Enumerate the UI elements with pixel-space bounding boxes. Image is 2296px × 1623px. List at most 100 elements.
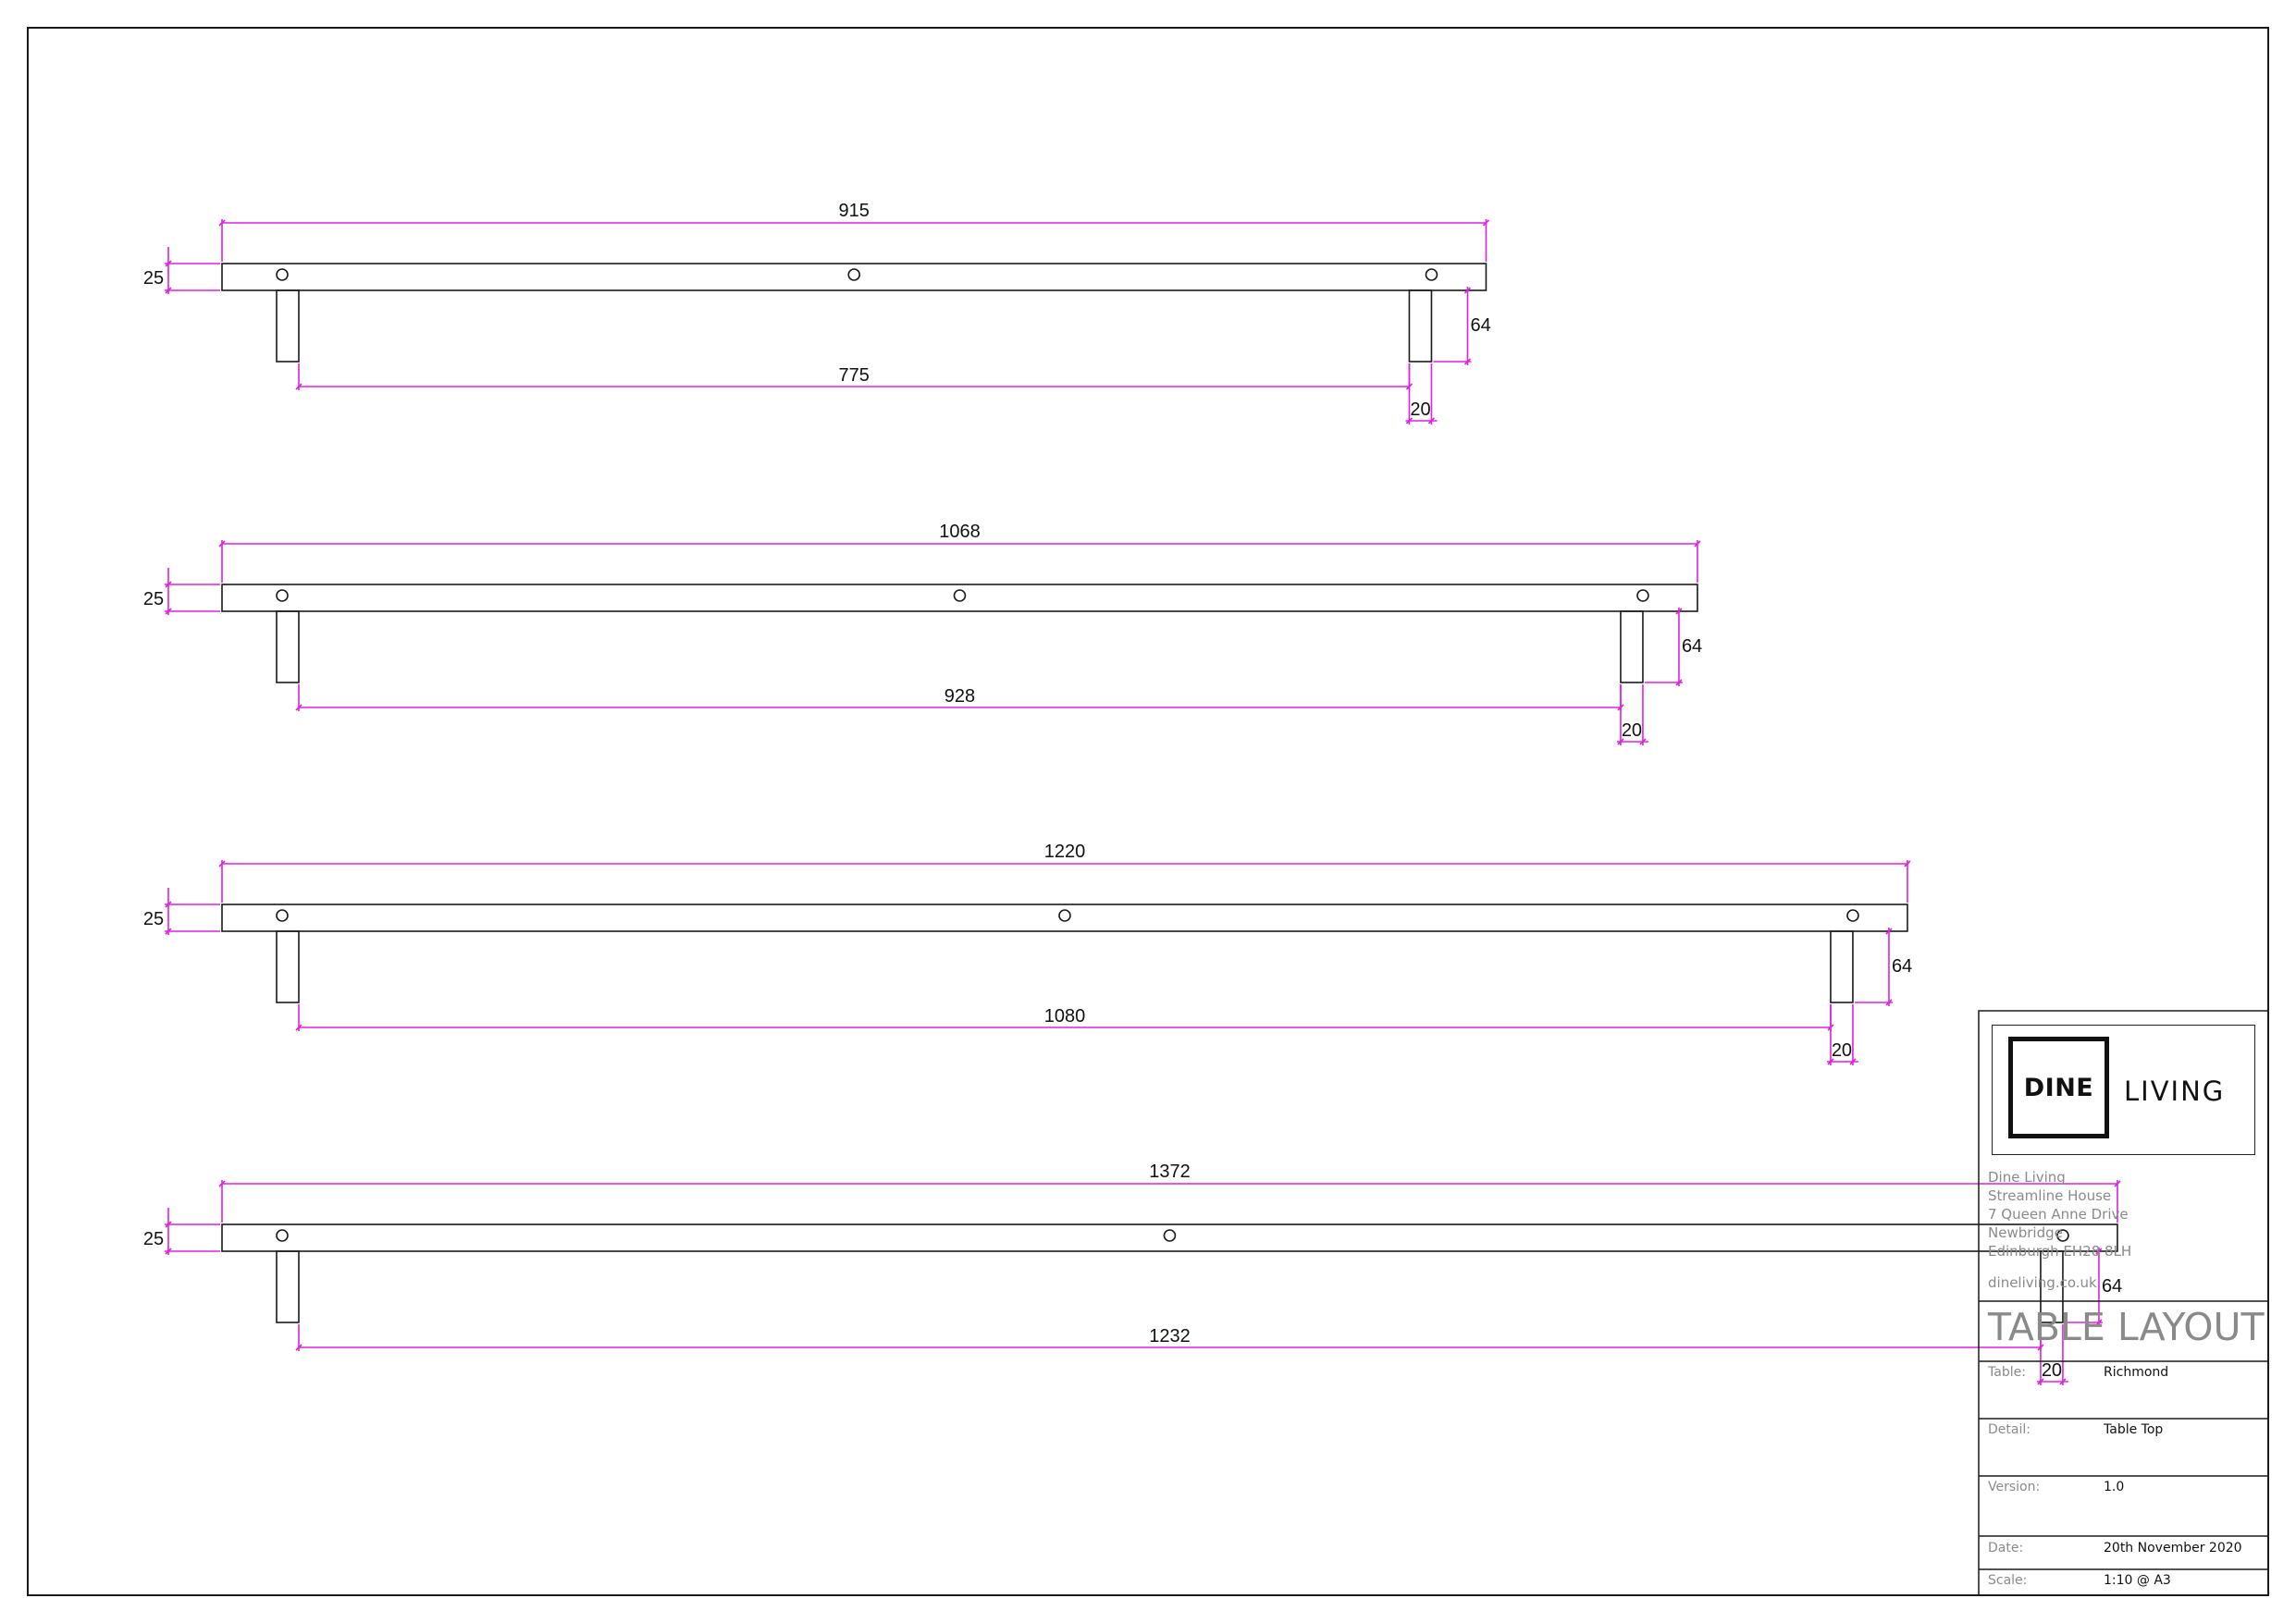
top-thickness-label: 25 (143, 268, 164, 289)
fixing-hole (1058, 909, 1071, 922)
dimension-tick (1694, 540, 1701, 547)
top-thickness-label: 25 (143, 1229, 164, 1249)
dimension-tick (1617, 738, 1624, 745)
overall-length-label: 915 (839, 201, 870, 221)
overall-length-label: 1372 (1149, 1162, 1191, 1182)
dimension-tick (2059, 1378, 2067, 1385)
table-top-outline (221, 263, 1487, 291)
leg-width-label: 20 (1832, 1040, 1852, 1061)
dimension-tick (1463, 287, 1472, 294)
dimension-tick (165, 1248, 172, 1255)
overall-length-label: 1068 (939, 522, 981, 542)
fixing-hole (847, 268, 861, 281)
dimension-tick (1675, 679, 1683, 686)
title-block-frame (1978, 1010, 2269, 1596)
dimension-tick (295, 383, 302, 390)
field-value-date: 20th November 2020 (2104, 1541, 2242, 1555)
logo-dine-mark: DINE (2008, 1037, 2109, 1138)
dimension-tick (165, 608, 172, 615)
fixing-hole (1846, 909, 1859, 922)
dimension-tick (165, 928, 172, 935)
company-address: Dine Living Streamline House 7 Queen Ann… (1988, 1168, 2131, 1260)
dimension-tick (1405, 417, 1413, 424)
dimension-tick (2095, 1319, 2103, 1326)
fixing-hole (1636, 589, 1649, 602)
title-block: DINE LIVING Dine Living Streamline House… (1979, 1011, 2268, 1595)
field-value-detail: Table Top (2104, 1422, 2164, 1437)
dimension-tick (1675, 608, 1683, 615)
field-label-detail: Detail: (1988, 1422, 2031, 1437)
fixing-hole (276, 268, 289, 281)
top-thickness-label: 25 (143, 909, 164, 929)
leg-height-label: 64 (1682, 636, 1702, 657)
sheet-border (27, 27, 2269, 1596)
dimension-tick (165, 1221, 172, 1228)
right-leg-outline (2040, 1250, 2064, 1323)
company-logo: DINE LIVING (1992, 1025, 2255, 1155)
leg-height-label: 64 (1470, 315, 1490, 336)
dimension-tick (218, 219, 226, 227)
dimension-tick (165, 260, 172, 267)
leg-width-label: 20 (1410, 400, 1430, 420)
leg-height-label: 64 (1892, 956, 1912, 977)
field-label-scale: Scale: (1988, 1573, 2028, 1588)
company-website: dineliving.co.uk (1988, 1274, 2097, 1291)
fixing-hole (1163, 1229, 1177, 1242)
dimension-tick (2037, 1378, 2044, 1385)
fixing-hole (276, 909, 289, 922)
dimension-tick (1482, 219, 1490, 227)
dimension-tick (1827, 1058, 1834, 1065)
dimension-tick (1849, 1058, 1857, 1065)
address-line: Streamline House (1988, 1187, 2112, 1204)
fixing-hole (1425, 268, 1438, 281)
dimension-tick (1463, 358, 1472, 365)
dimension-tick (1885, 928, 1893, 935)
leg-span-label: 928 (944, 686, 975, 707)
fixing-hole (953, 589, 967, 602)
dimension-tick (295, 704, 302, 711)
dimension-tick (2095, 1248, 2103, 1255)
dimension-tick (165, 901, 172, 908)
leg-width-label: 20 (1622, 720, 1642, 741)
dimension-tick (165, 287, 172, 294)
leg-height-label: 64 (2102, 1276, 2122, 1297)
dimension-tick (295, 1024, 302, 1031)
field-label-date: Date: (1988, 1541, 2024, 1555)
field-value-scale: 1:10 @ A3 (2104, 1573, 2171, 1588)
field-value-table: Richmond (2104, 1365, 2169, 1380)
field-value-version: 1.0 (2104, 1480, 2125, 1494)
address-line: Edinburgh EH28 8LH (1988, 1243, 2132, 1260)
table-top-outline (221, 904, 1908, 932)
top-thickness-label: 25 (143, 589, 164, 609)
logo-living-text: LIVING (2124, 1075, 2226, 1107)
dimension-tick (218, 860, 226, 867)
table-drawings: 915 25 775 64 20 1068 25 928 64 20 1220 25 1080 64 20 1… (143, 201, 2122, 1385)
table-top-outline (221, 1223, 2118, 1252)
field-label-table: Table: (1988, 1365, 2026, 1380)
leg-span-label: 1080 (1044, 1006, 1086, 1027)
right-leg-outline (1620, 610, 1644, 683)
left-leg-outline (276, 610, 300, 683)
left-leg-outline (276, 1250, 300, 1323)
address-line: Dine Living (1988, 1169, 2066, 1186)
dimension-tick (295, 1344, 302, 1351)
dimension-tick (1427, 417, 1436, 424)
dimension-tick (218, 1180, 226, 1187)
left-leg-outline (276, 289, 300, 363)
leg-width-label: 20 (2042, 1360, 2062, 1381)
dimension-tick (1904, 860, 1911, 867)
fixing-hole (276, 589, 289, 602)
dimension-tick (1639, 738, 1647, 745)
dimension-tick (165, 581, 172, 588)
overall-length-label: 1220 (1044, 842, 1086, 862)
right-leg-outline (1830, 930, 1854, 1003)
right-leg-outline (1408, 289, 1433, 363)
leg-span-label: 1232 (1149, 1326, 1191, 1346)
dimension-tick (2114, 1180, 2121, 1187)
fixing-hole (276, 1229, 289, 1242)
dimension-tick (218, 540, 226, 547)
fixing-hole (2056, 1229, 2069, 1242)
dimension-tick (1885, 999, 1893, 1006)
leg-span-label: 775 (839, 365, 870, 386)
